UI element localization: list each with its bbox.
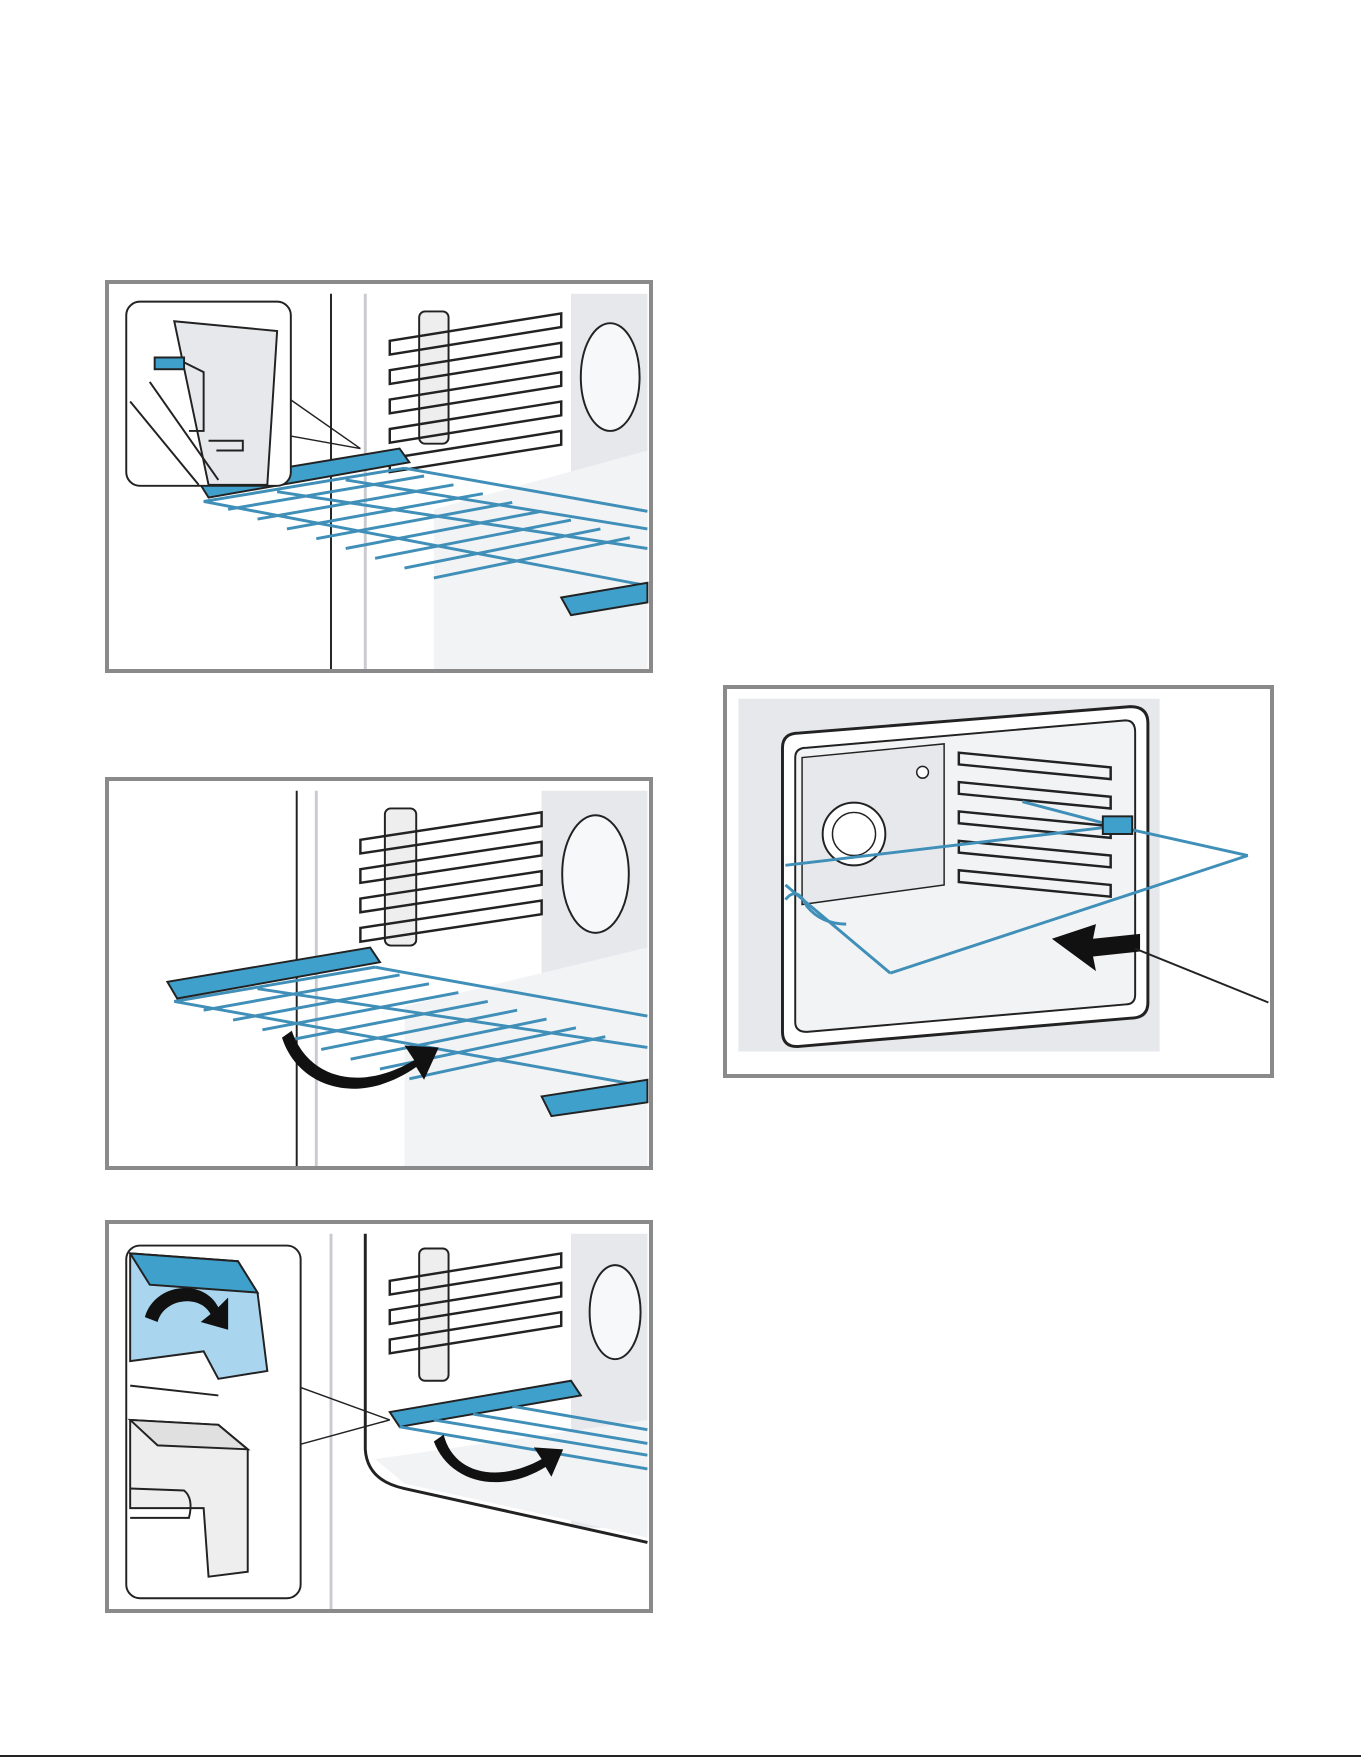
oven-light-lens [562, 815, 629, 933]
oven-floor [434, 451, 648, 669]
rack-insert-into-oven-icon [727, 689, 1270, 1074]
figure-rack-clip-unhook [105, 1220, 653, 1613]
rail-clip-left [390, 1381, 581, 1427]
rack-rail-detail-icon [109, 284, 649, 669]
footer-rule [0, 1755, 1361, 1757]
rail-clip [1103, 816, 1132, 834]
side-rack-wires [390, 1253, 561, 1353]
figure-rack-insert-into-oven [723, 685, 1274, 1078]
side-rack-wires [390, 313, 561, 472]
figure-rack-rotate-out [105, 777, 653, 1170]
oven-light-lens [590, 1265, 641, 1359]
rack-clip-unhook-icon [109, 1224, 649, 1609]
oven-light-lens [581, 323, 640, 431]
rack-rotate-out-icon [109, 781, 649, 1166]
fan-cover-screw [917, 766, 929, 778]
figure-rack-rail-detail [105, 280, 653, 673]
